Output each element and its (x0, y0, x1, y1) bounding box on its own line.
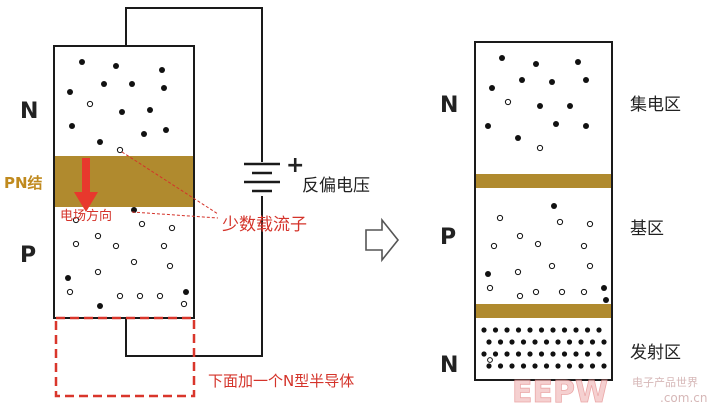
emitter-electrons (481, 327, 607, 369)
watermark-logo: EEPW (512, 375, 608, 409)
battery-icon (244, 162, 280, 193)
collector-base-junction (475, 174, 612, 188)
base-label: 基区 (630, 219, 664, 239)
right-n-bottom-label: N (440, 353, 458, 378)
emitter-label: 发射区 (630, 343, 681, 363)
watermark-url: .com.cn (660, 391, 707, 405)
added-n-dashed-box (54, 316, 196, 398)
base-electrons (485, 203, 609, 303)
watermark: EEPW 电子产品世界 .com.cn (512, 375, 708, 411)
collector-holes (504, 98, 544, 152)
pn-junction-band (54, 156, 194, 207)
left-n-holes (86, 100, 124, 154)
minority-carriers-label: 少数载流子 (222, 215, 307, 235)
emitter-holes (487, 357, 493, 363)
base-emitter-junction (475, 304, 612, 318)
pn-junction-label: PN结 (4, 174, 43, 192)
collector-label: 集电区 (630, 95, 681, 115)
collector-electrons (485, 55, 589, 141)
right-transistor-block (474, 41, 613, 381)
left-n-label: N (20, 99, 38, 124)
right-n-top-label: N (440, 93, 458, 118)
left-p-electrons (65, 207, 189, 309)
circuit-wire-top (125, 7, 263, 162)
left-p-holes (66, 216, 188, 308)
watermark-text: 电子产品世界 (632, 375, 698, 389)
hollow-right-arrow-icon (365, 217, 400, 263)
right-p-label: P (440, 225, 456, 250)
base-holes (486, 214, 594, 300)
battery-plus-sign: + (286, 153, 304, 178)
field-direction-arrow-icon (74, 158, 98, 212)
reverse-voltage-label: 反偏电压 (302, 176, 370, 196)
field-direction-label: 电场方向 (60, 208, 112, 224)
add-n-semiconductor-label: 下面加一个N型半导体 (208, 372, 354, 390)
minority-carrier-pointers (121, 151, 219, 219)
left-p-label: P (20, 243, 36, 268)
left-n-electrons (67, 59, 169, 145)
